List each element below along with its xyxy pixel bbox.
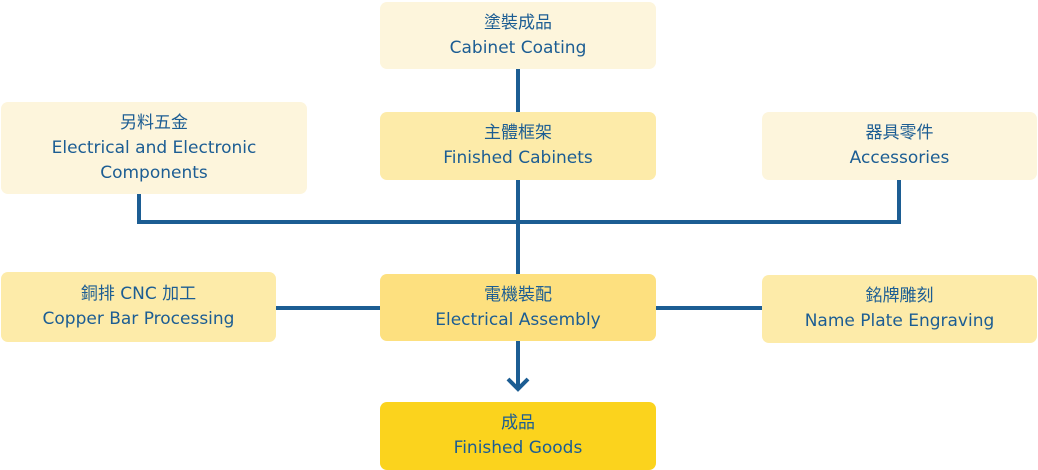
node-zh-label: 銘牌雕刻	[865, 286, 934, 306]
node-accessories: 器具零件 Accessories	[762, 112, 1037, 180]
node-zh-label: 主體框架	[484, 123, 552, 143]
node-en-label: Name Plate Engraving	[804, 311, 995, 331]
node-en-label: Accessories	[849, 148, 950, 168]
node-en-label: Finished Goods	[453, 438, 583, 458]
node-zh-label: 銅排 CNC 加工	[80, 284, 197, 304]
node-en-label: Finished Cabinets	[443, 148, 593, 168]
node-electrical-assembly: 電機裝配 Electrical Assembly	[380, 274, 656, 341]
node-zh-label: 另料五金	[120, 112, 188, 133]
node-name-plate-engraving: 銘牌雕刻 Name Plate Engraving	[762, 275, 1037, 343]
node-electrical-components: 另料五金 Electrical and Electronic Component…	[1, 102, 307, 194]
node-en-label: Copper Bar Processing	[42, 309, 235, 329]
node-finished-cabinets: 主體框架 Finished Cabinets	[380, 112, 656, 180]
arrow-head-icon	[506, 377, 530, 392]
node-en-label: Cabinet Coating	[449, 37, 587, 58]
node-zh-label: 成品	[501, 413, 535, 433]
node-finished-goods: 成品 Finished Goods	[380, 402, 656, 470]
node-zh-label: 器具零件	[865, 123, 934, 143]
node-cabinet-coating: 塗裝成品 Cabinet Coating	[380, 2, 656, 69]
node-en-label: Electrical Assembly	[435, 309, 601, 330]
node-copper-bar-processing: 銅排 CNC 加工 Copper Bar Processing	[1, 272, 276, 342]
node-en-label: Electrical and Electronic Components	[51, 137, 257, 183]
node-zh-label: 電機裝配	[484, 284, 552, 305]
node-zh-label: 塗裝成品	[484, 12, 552, 33]
